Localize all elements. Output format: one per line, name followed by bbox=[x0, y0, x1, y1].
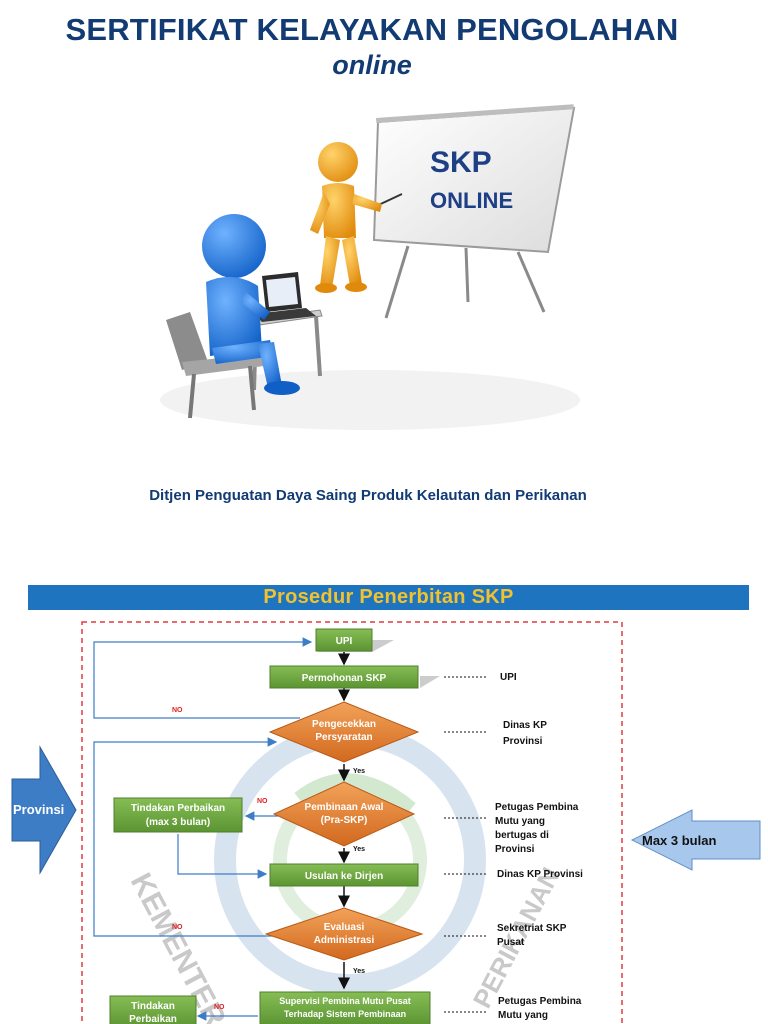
note-petugas2-1: Petugas Pembina bbox=[498, 996, 582, 1007]
skp-online-illustration: SKP ONLINE bbox=[160, 104, 580, 430]
arrow-tindakan-to-usulan bbox=[177, 834, 268, 879]
pengecekkan-label-1: Pengecekkan bbox=[312, 719, 376, 730]
usulan-label: Usulan ke Dirjen bbox=[305, 871, 383, 882]
tindakan1-label-1: Tindakan Perbaikan bbox=[131, 803, 225, 814]
no-label-3: NO bbox=[172, 924, 183, 931]
permohonan-skp-box bbox=[269, 665, 419, 689]
note-petugas-3: bertugas di bbox=[495, 830, 549, 841]
supervisi-box bbox=[259, 991, 431, 1024]
provinsi-arrow bbox=[11, 745, 77, 875]
procedure-banner-title: Prosedur Penerbitan SKP bbox=[263, 586, 514, 608]
usulan-ke-dirjen-box bbox=[269, 863, 419, 887]
procedure-frame bbox=[81, 621, 623, 1024]
upi-box bbox=[315, 628, 373, 652]
no-label-4: NO bbox=[214, 1004, 225, 1011]
pembinaan-label-2: (Pra-SKP) bbox=[321, 815, 368, 826]
page-title: SERTIFIKAT KELAYAKAN PENGOLAHAN bbox=[65, 12, 679, 47]
supervisi-label-2: Terhadap Sistem Pembinaan bbox=[284, 1009, 406, 1019]
blue-seated-figure bbox=[202, 214, 300, 395]
yes-label-2: Yes bbox=[353, 846, 365, 853]
yes-label-1: Yes bbox=[353, 768, 365, 775]
whiteboard bbox=[372, 104, 576, 319]
tindakan-perbaikan-2-box bbox=[109, 995, 197, 1024]
upi-box-label: UPI bbox=[336, 636, 353, 647]
note-dinas-provinsi: Dinas KP Provinsi bbox=[497, 869, 583, 880]
evaluasi-label-1: Evaluasi bbox=[324, 922, 365, 933]
pengecekkan-label-2: Persyaratan bbox=[315, 732, 372, 743]
note-petugas-1: Petugas Pembina bbox=[495, 802, 579, 813]
permohonan-skp-label: Permohonan SKP bbox=[302, 673, 387, 684]
pembinaan-label-1: Pembinaan Awal bbox=[305, 802, 384, 813]
tindakan2-label-2: Perbaikan bbox=[129, 1014, 177, 1024]
whiteboard-online-text: ONLINE bbox=[430, 188, 513, 213]
note-dinas-1: Dinas KP bbox=[503, 720, 547, 731]
laptop bbox=[254, 272, 316, 322]
note-sekretriat-2: Pusat bbox=[497, 937, 525, 948]
no-label-1: NO bbox=[172, 707, 183, 714]
procedure-banner bbox=[28, 585, 749, 610]
tindakan2-label-1: Tindakan bbox=[131, 1001, 175, 1012]
note-sekretriat-1: Sekretriat SKP bbox=[497, 923, 567, 934]
note-upi: UPI bbox=[500, 672, 517, 683]
loop-no-to-pengecekkan bbox=[93, 737, 300, 937]
loop-no-to-upi bbox=[93, 637, 313, 719]
note-petugas2-2: Mutu yang bbox=[498, 1010, 548, 1021]
whiteboard-skp-text: SKP bbox=[430, 146, 492, 179]
note-petugas-4: Provinsi bbox=[495, 844, 535, 855]
page-subtitle: online bbox=[332, 50, 412, 80]
tindakan1-label-2: (max 3 bulan) bbox=[146, 817, 210, 828]
skp-procedure-flowchart: KEMENTER PERIKANAN Provinsi Max 3 bulan … bbox=[11, 621, 761, 1024]
provinsi-arrow-label: Provinsi bbox=[13, 802, 64, 817]
no-label-2: NO bbox=[257, 798, 268, 805]
evaluasi-administrasi-diamond bbox=[264, 907, 424, 961]
orange-presenter-figure bbox=[310, 142, 403, 293]
evaluasi-label-2: Administrasi bbox=[314, 935, 375, 946]
max-3-bulan-label: Max 3 bulan bbox=[642, 833, 716, 848]
yes-label-3: Yes bbox=[353, 968, 365, 975]
tindakan-perbaikan-box bbox=[113, 797, 243, 833]
note-petugas-2: Mutu yang bbox=[495, 816, 545, 827]
pengecekkan-persyaratan-diamond bbox=[268, 701, 420, 763]
supervisi-label-1: Supervisi Pembina Mutu Pusat bbox=[279, 996, 411, 1006]
pembinaan-awal-diamond bbox=[272, 781, 416, 847]
note-dinas-2: Provinsi bbox=[503, 736, 543, 747]
max-3-bulan-arrow bbox=[630, 809, 761, 871]
ditjen-caption: Ditjen Penguatan Daya Saing Produk Kelau… bbox=[149, 487, 587, 504]
